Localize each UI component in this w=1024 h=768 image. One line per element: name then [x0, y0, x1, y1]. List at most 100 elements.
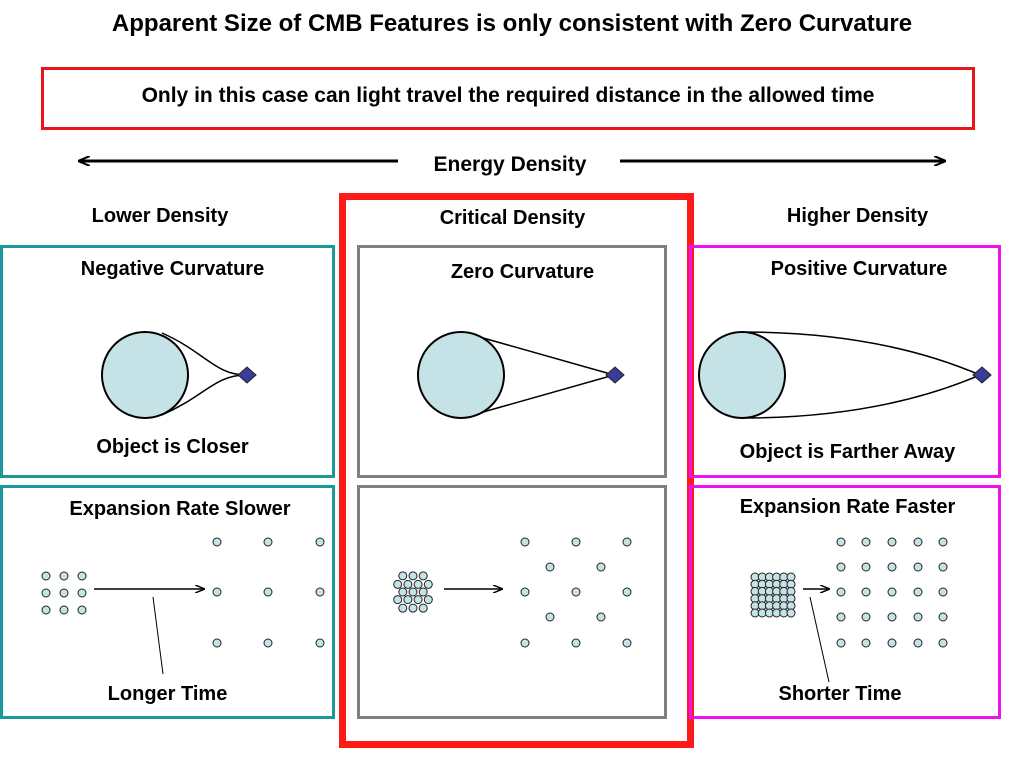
- galaxy-dot-after: [836, 562, 846, 572]
- galaxy-dot-before: [77, 571, 87, 581]
- galaxy-dot-before: [59, 605, 69, 615]
- longer-time-label: Longer Time: [107, 683, 228, 705]
- galaxy-dot-after: [913, 612, 923, 622]
- galaxy-dot-after: [836, 587, 846, 597]
- galaxy-dot-after: [212, 587, 222, 597]
- galaxy-dot-before: [393, 595, 403, 605]
- positive-curvature-observer-marker: [972, 366, 992, 384]
- galaxy-dot-after: [861, 562, 871, 572]
- galaxy-dot-before: [41, 588, 51, 598]
- galaxy-dot-before: [59, 571, 69, 581]
- galaxy-dot-before: [403, 595, 413, 605]
- galaxy-dot-after: [913, 638, 923, 648]
- shorter-time-label: Shorter Time: [778, 683, 902, 705]
- positive-curvature-label: Positive Curvature: [770, 258, 948, 280]
- galaxy-dot-after: [520, 537, 530, 547]
- galaxy-dot-after: [836, 537, 846, 547]
- galaxy-dot-after: [938, 537, 948, 547]
- galaxy-dot-before: [393, 579, 403, 589]
- galaxy-dot-before: [77, 588, 87, 598]
- expansion-slower-label: Expansion Rate Slower: [69, 498, 291, 520]
- galaxy-dot-before: [408, 603, 418, 613]
- critical-expansion-panel: [357, 485, 667, 719]
- galaxy-dot-before: [418, 571, 428, 581]
- negative-curvature-panel: [0, 245, 335, 478]
- galaxy-dot-before: [59, 588, 69, 598]
- zero-curvature-ray-bottom: [461, 374, 615, 419]
- galaxy-dot-after: [520, 638, 530, 648]
- galaxy-dot-after: [887, 537, 897, 547]
- galaxy-dot-after: [596, 612, 606, 622]
- energy-density-label: Energy Density: [405, 153, 615, 177]
- galaxy-dot-before: [41, 605, 51, 615]
- galaxy-dot-after: [913, 587, 923, 597]
- galaxy-dot-after: [315, 638, 325, 648]
- zero-curvature-sphere: [417, 331, 505, 419]
- galaxy-dot-after: [913, 537, 923, 547]
- expansion-faster-label: Expansion Rate Faster: [739, 496, 956, 518]
- galaxy-dot-before: [408, 571, 418, 581]
- galaxy-dot-after: [622, 638, 632, 648]
- galaxy-dot-after: [571, 587, 581, 597]
- galaxy-dot-before: [403, 579, 413, 589]
- zero-curvature-observer-marker: [605, 366, 625, 384]
- galaxy-dot-before: [398, 571, 408, 581]
- galaxy-dot-after: [938, 562, 948, 572]
- positive-curvature-ray-top: [741, 331, 981, 376]
- galaxy-dot-after: [545, 612, 555, 622]
- galaxy-dot-after: [545, 562, 555, 572]
- positive-curvature-panel: [689, 245, 1001, 478]
- zero-curvature-ray-top: [461, 331, 615, 376]
- diagram-title: Apparent Size of CMB Features is only co…: [111, 10, 913, 37]
- galaxy-dot-after: [836, 638, 846, 648]
- galaxy-dot-after: [596, 562, 606, 572]
- galaxy-dot-after: [520, 587, 530, 597]
- negative-curvature-sphere: [101, 331, 189, 419]
- galaxy-dot-after: [861, 537, 871, 547]
- galaxy-dot-before: [41, 571, 51, 581]
- galaxy-dot-after: [571, 537, 581, 547]
- slower-expansion-panel: [0, 485, 335, 719]
- galaxy-dot-after: [263, 638, 273, 648]
- galaxy-dot-before: [418, 587, 428, 597]
- faster-expansion-panel: [689, 485, 1001, 719]
- galaxy-dot-after: [622, 537, 632, 547]
- galaxy-dot-before: [418, 603, 428, 613]
- galaxy-dots: [41, 537, 948, 648]
- galaxy-dot-before: [398, 587, 408, 597]
- galaxy-dot-before: [413, 579, 423, 589]
- galaxy-dot-before: [77, 605, 87, 615]
- galaxy-dot-after: [913, 562, 923, 572]
- galaxy-dot-after: [887, 612, 897, 622]
- positive-curvature-ray-bottom: [741, 374, 981, 419]
- galaxy-dot-after: [315, 537, 325, 547]
- callout-text: Only in this case can light travel the r…: [141, 84, 875, 107]
- galaxy-dot-after: [938, 612, 948, 622]
- negative-curvature-label: Negative Curvature: [80, 258, 265, 280]
- galaxy-dot-after: [263, 537, 273, 547]
- galaxy-dot-after: [315, 587, 325, 597]
- galaxy-dot-after: [887, 587, 897, 597]
- callout-box: [41, 67, 975, 130]
- negative-curvature-ray-bottom: [161, 374, 247, 416]
- galaxy-dot-before: [398, 603, 408, 613]
- galaxy-dot-before: [413, 595, 423, 605]
- negative-curvature-observer-marker: [237, 366, 257, 384]
- object-closer-label: Object is Closer: [96, 436, 249, 458]
- object-farther-label: Object is Farther Away: [739, 441, 956, 463]
- negative-curvature-ray-top: [161, 332, 247, 376]
- critical-density-label: Critical Density: [439, 207, 586, 229]
- faster-time-pointer: [809, 596, 830, 683]
- galaxy-dot-before: [786, 608, 796, 618]
- zero-curvature-panel: [357, 245, 667, 478]
- galaxy-dot-after: [887, 638, 897, 648]
- lower-density-label: Lower Density: [91, 205, 229, 227]
- slower-time-pointer: [152, 596, 164, 675]
- galaxy-dot-after: [836, 612, 846, 622]
- galaxy-dot-after: [571, 638, 581, 648]
- galaxy-dot-after: [212, 638, 222, 648]
- galaxy-dot-after: [212, 537, 222, 547]
- galaxy-dot-after: [861, 638, 871, 648]
- galaxy-dot-before: [423, 595, 433, 605]
